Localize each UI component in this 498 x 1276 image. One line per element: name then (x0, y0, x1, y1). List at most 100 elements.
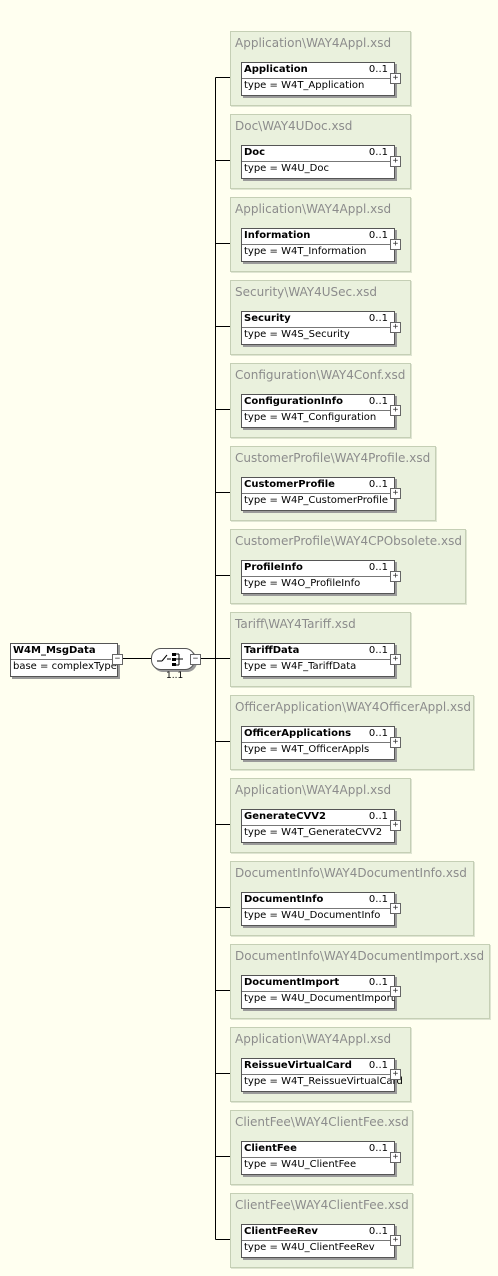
element-name: Application (244, 64, 308, 75)
element-occurrence: 0..1 (368, 645, 388, 656)
child-element-box[interactable]: GenerateCVV2 0..1 type = W4T_GenerateCVV2 (241, 809, 395, 843)
element-name: DocumentInfo (244, 894, 324, 905)
element-name: ReissueVirtualCard (244, 1060, 352, 1071)
element-occurrence: 0..1 (368, 811, 388, 822)
element-name: DocumentImport (244, 977, 340, 988)
schema-file-path: DocumentInfo\WAY4DocumentInfo.xsd (235, 866, 467, 880)
schema-file-path: Application\WAY4Appl.xsd (235, 1032, 392, 1046)
schema-file-path: Configuration\WAY4Conf.xsd (235, 368, 406, 382)
element-separator (242, 493, 394, 494)
element-occurrence: 0..1 (368, 728, 388, 739)
root-element-box[interactable]: W4M_MsgData base = complexType (10, 643, 118, 677)
element-type: type = W4T_Information (244, 246, 367, 257)
element-name: GenerateCVV2 (244, 811, 326, 822)
expand-icon[interactable]: + (390, 322, 401, 333)
element-separator (242, 78, 394, 79)
element-separator (242, 244, 394, 245)
element-occurrence: 0..1 (368, 894, 388, 905)
element-type: type = W4U_ClientFee (244, 1159, 357, 1170)
child-element-box[interactable]: TariffData 0..1 type = W4F_TariffData (241, 643, 395, 677)
element-name: ConfigurationInfo (244, 396, 343, 407)
element-occurrence: 0..1 (368, 230, 388, 241)
expand-icon[interactable]: + (390, 73, 401, 84)
expand-icon[interactable]: + (390, 737, 401, 748)
element-type: type = W4F_TariffData (244, 661, 357, 672)
element-separator (242, 908, 394, 909)
expand-icon[interactable]: + (390, 1069, 401, 1080)
expand-icon[interactable]: + (390, 405, 401, 416)
element-name: CustomerProfile (244, 479, 335, 490)
expand-icon[interactable]: + (390, 1152, 401, 1163)
element-type: type = W4T_Application (244, 80, 365, 91)
element-separator (242, 161, 394, 162)
expand-icon[interactable]: + (390, 820, 401, 831)
schema-file-path: CustomerProfile\WAY4Profile.xsd (235, 451, 431, 465)
schema-file-path: CustomerProfile\WAY4CPObsolete.xsd (235, 534, 462, 548)
element-separator (242, 659, 394, 660)
element-type: type = W4U_DocumentInfo (244, 910, 381, 921)
expand-icon[interactable]: + (390, 156, 401, 167)
element-separator (242, 1074, 394, 1075)
element-type: type = W4U_Doc (244, 163, 329, 174)
element-occurrence: 0..1 (368, 1226, 388, 1237)
element-type: type = W4T_GenerateCVV2 (244, 827, 383, 838)
root-element-name: W4M_MsgData (13, 645, 96, 656)
root-collapse-icon[interactable]: − (112, 654, 123, 665)
child-element-box[interactable]: ClientFeeRev 0..1 type = W4U_ClientFeeRev (241, 1224, 395, 1258)
element-name: OfficerApplications (244, 728, 352, 739)
expand-icon[interactable]: + (390, 654, 401, 665)
schema-file-path: Security\WAY4USec.xsd (235, 285, 377, 299)
sequence-collapse-icon[interactable]: − (190, 654, 201, 665)
expand-icon[interactable]: + (390, 1235, 401, 1246)
element-occurrence: 0..1 (368, 64, 388, 75)
element-name: Security (244, 313, 291, 324)
element-occurrence: 0..1 (368, 313, 388, 324)
element-separator (242, 742, 394, 743)
schema-file-path: ClientFee\WAY4ClientFee.xsd (235, 1115, 409, 1129)
element-name: ClientFeeRev (244, 1226, 318, 1237)
expand-icon[interactable]: + (390, 903, 401, 914)
expand-icon[interactable]: + (390, 571, 401, 582)
element-name: Doc (244, 147, 266, 158)
expand-icon[interactable]: + (390, 986, 401, 997)
element-separator (242, 410, 394, 411)
element-occurrence: 0..1 (368, 1060, 388, 1071)
sequence-compositor[interactable] (151, 648, 195, 670)
element-type: type = W4O_ProfileInfo (244, 578, 361, 589)
element-separator (242, 991, 394, 992)
sequence-compositor-icon (157, 653, 183, 666)
expand-icon[interactable]: + (390, 239, 401, 250)
element-type: type = W4U_ClientFeeRev (244, 1242, 375, 1253)
child-element-box[interactable]: DocumentInfo 0..1 type = W4U_DocumentInfo (241, 892, 395, 926)
expand-icon[interactable]: + (390, 488, 401, 499)
element-separator (242, 1240, 394, 1241)
child-element-box[interactable]: Security 0..1 type = W4S_Security (241, 311, 395, 345)
element-name: TariffData (244, 645, 300, 656)
sequence-occurrence: 1..1 (166, 671, 184, 681)
element-type: type = W4S_Security (244, 329, 350, 340)
schema-file-path: OfficerApplication\WAY4OfficerAppl.xsd (235, 700, 472, 714)
schema-file-path: Application\WAY4Appl.xsd (235, 36, 392, 50)
element-type: type = W4U_DocumentImport (244, 993, 395, 1004)
schema-file-path: Tariff\WAY4Tariff.xsd (235, 617, 356, 631)
